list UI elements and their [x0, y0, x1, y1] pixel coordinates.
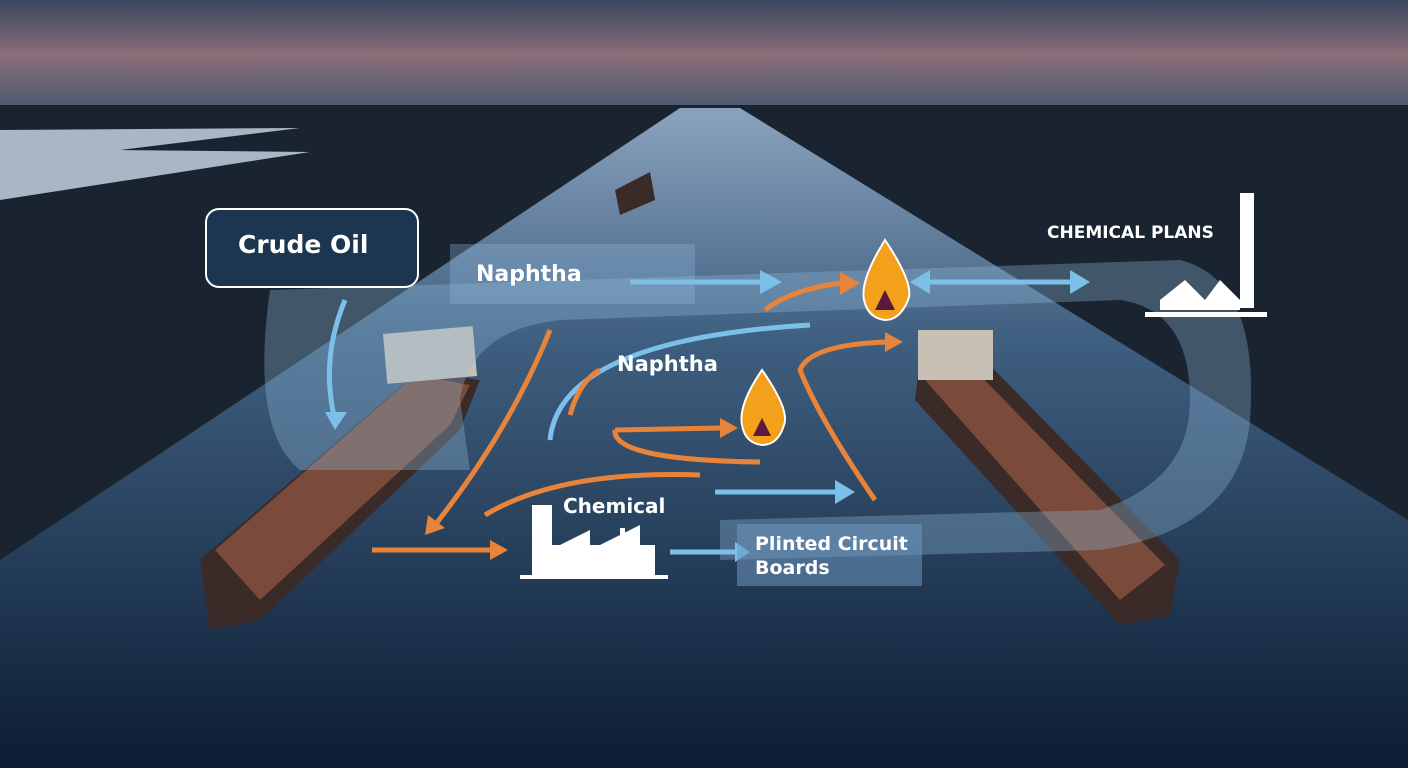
flame-icon [740, 368, 786, 447]
orange-arrow [612, 425, 761, 465]
chemical-factory-icon [520, 505, 668, 579]
chemical-label: Chemical [563, 494, 666, 518]
naphtha-mid-label: Naphtha [617, 352, 718, 376]
flow-band [264, 260, 1252, 560]
chemical-plant-icon [1145, 193, 1267, 317]
ship-far [615, 172, 655, 215]
arrowhead [910, 270, 930, 294]
orange-arrow [763, 280, 841, 312]
pcb-label-line1: Plinted Circuit [755, 533, 908, 555]
arrowhead [760, 270, 782, 294]
pcb-box [737, 524, 922, 586]
pcb-label-line2: Boards [755, 557, 830, 579]
crude-oil-label: Crude Oil [238, 230, 369, 259]
arrowhead [835, 480, 855, 504]
arrowhead [840, 272, 860, 295]
arrowhead [885, 332, 903, 352]
sky [0, 0, 1408, 110]
sea-left [0, 128, 310, 200]
arrowhead [490, 540, 508, 560]
ship-right [915, 330, 1180, 625]
canal-water [0, 108, 1408, 768]
ship-left [200, 326, 480, 630]
orange-arrow [567, 367, 602, 416]
chemical-plans-label: CHEMICAL PLANS [1047, 223, 1214, 243]
arrowhead [720, 418, 738, 438]
naphtha-box [450, 244, 695, 304]
orange-arrow [797, 339, 886, 502]
arrowhead [425, 515, 445, 535]
naphtha-top-label: Naphtha [476, 262, 582, 287]
orange-arrow [433, 329, 553, 527]
crude-oil-badge [205, 208, 419, 288]
arrowhead [325, 412, 347, 430]
arrowhead [1070, 270, 1090, 294]
arrow-mid [547, 322, 811, 441]
arrow-crude-down [326, 299, 348, 421]
flame-icon [862, 238, 911, 322]
orange-arrow [483, 472, 701, 518]
